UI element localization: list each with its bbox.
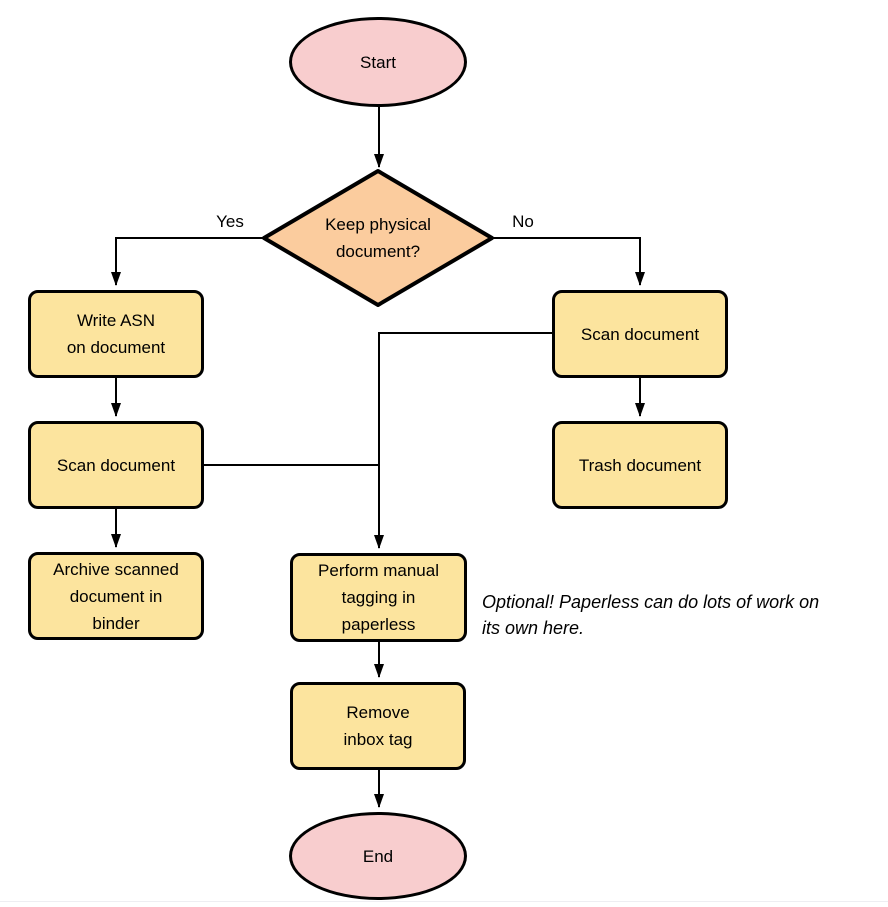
node-write-asn: Write ASN on document xyxy=(28,290,204,378)
edge-no-to-scan-right xyxy=(492,237,645,286)
edge-yes-to-write-asn xyxy=(111,237,264,286)
node-archive-in-binder-label: Archive scanned document in binder xyxy=(53,559,179,633)
node-scan-document-right-label: Scan document xyxy=(580,324,700,344)
node-trash-document-label: Trash document xyxy=(578,455,702,475)
node-remove-inbox-tag: Remove inbox tag xyxy=(290,682,466,770)
node-start-label: Start xyxy=(360,52,396,72)
node-decision-label: Keep physical document? xyxy=(325,215,431,261)
edge-label-yes: Yes xyxy=(216,212,244,231)
node-archive-in-binder: Archive scanned document in binder xyxy=(28,552,204,640)
node-end: End xyxy=(289,812,467,900)
node-end-label: End xyxy=(362,846,394,866)
node-scan-document-right: Scan document xyxy=(552,290,728,378)
decision-diamond-shape xyxy=(262,169,494,307)
node-start: Start xyxy=(289,17,467,107)
node-remove-inbox-tag-label: Remove inbox tag xyxy=(343,703,413,749)
node-scan-document-left-label: Scan document xyxy=(56,455,176,475)
bottom-divider xyxy=(0,901,888,902)
node-scan-document-left: Scan document xyxy=(28,421,204,509)
edge-scan-right-to-tagging xyxy=(374,332,552,549)
node-trash-document: Trash document xyxy=(552,421,728,509)
node-manual-tagging: Perform manual tagging in paperless xyxy=(290,553,467,642)
note-optional-paperless: Optional! Paperless can do lots of work … xyxy=(482,592,820,638)
edge-label-no: No xyxy=(512,212,534,231)
node-manual-tagging-label: Perform manual tagging in paperless xyxy=(318,561,439,634)
node-write-asn-label: Write ASN on document xyxy=(66,311,166,357)
